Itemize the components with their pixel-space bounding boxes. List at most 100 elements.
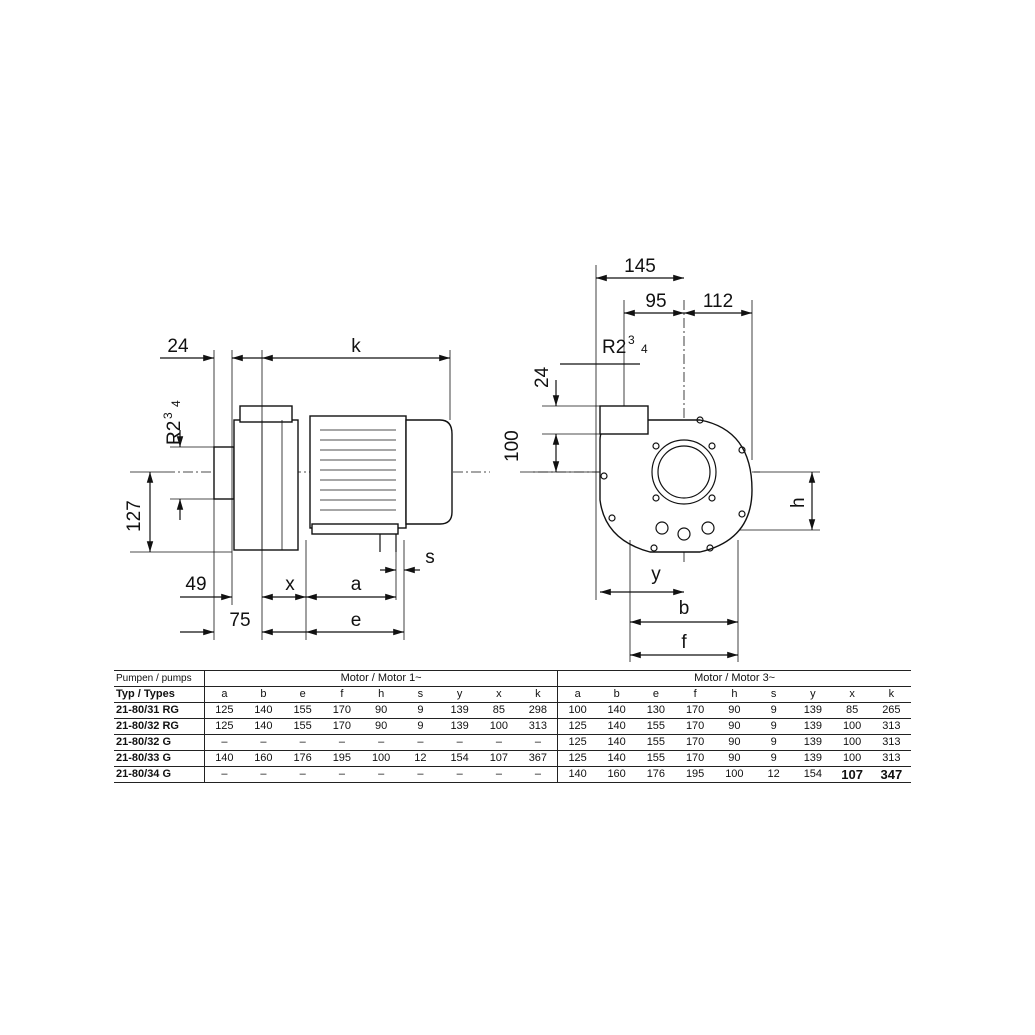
cell-m1-y: – [440, 766, 480, 783]
cell-m3-k: 347 [871, 766, 911, 783]
cell-m3-e: 176 [636, 766, 676, 783]
dim-112: 112 [703, 291, 733, 312]
cell-m1-s: 12 [400, 750, 440, 767]
col-header-m1-b: b [243, 686, 283, 703]
side-motor-fins [320, 429, 396, 511]
dimension-table-body: Pumpen / pumps Motor / Motor 1~ Motor / … [114, 670, 911, 783]
cell-m3-y: 139 [793, 750, 833, 767]
cell-m1-x: 85 [479, 702, 519, 719]
cell-m1-f: 170 [322, 718, 362, 735]
cell-m1-a: – [204, 734, 244, 751]
cell-m3-a: 100 [557, 702, 597, 719]
row-type: 21-80/33 G [114, 750, 205, 767]
col-header-m3-a: a [557, 686, 597, 703]
col-header-m3-e: e [636, 686, 676, 703]
cell-m3-x: 85 [832, 702, 872, 719]
motor3-header: Motor / Motor 3~ [557, 670, 911, 687]
side-motor-body [309, 415, 407, 529]
dim-95: 95 [645, 291, 666, 312]
dim-49: 49 [185, 574, 206, 595]
dim-s: s [425, 547, 435, 568]
cell-m3-a: 125 [557, 750, 597, 767]
cell-m1-a: 140 [204, 750, 244, 767]
cell-m1-b: 160 [243, 750, 283, 767]
cell-m3-s: 9 [754, 702, 794, 719]
cell-m3-h: 100 [714, 766, 754, 783]
svg-text:R2: R2 [164, 421, 185, 445]
dim-100: 100 [502, 430, 523, 462]
svg-text:4: 4 [641, 342, 648, 356]
cell-m3-f: 170 [675, 734, 715, 751]
cell-m3-f: 195 [675, 766, 715, 783]
dim-b: b [679, 598, 690, 619]
cell-m3-k: 313 [871, 718, 911, 735]
cell-m1-a: 125 [204, 702, 244, 719]
cell-m1-k: 298 [518, 702, 558, 719]
dim-24-side: 24 [167, 336, 189, 357]
cell-m1-y: 139 [440, 718, 480, 735]
side-discharge-stub [239, 405, 293, 423]
cell-m3-h: 90 [714, 718, 754, 735]
dim-145: 145 [624, 256, 656, 277]
cell-m3-y: 139 [793, 734, 833, 751]
cell-m3-f: 170 [675, 718, 715, 735]
cell-m1-h: 90 [361, 702, 401, 719]
cell-m1-b: – [243, 766, 283, 783]
dim-x: x [285, 574, 295, 595]
cell-m1-k: – [518, 766, 558, 783]
cell-m1-e: – [283, 734, 323, 751]
cell-m1-x: – [479, 766, 519, 783]
row-type: 21-80/32 RG [114, 718, 205, 735]
dim-r2-side: R2 3 4 [161, 400, 185, 445]
front-bolt-holes [600, 416, 746, 552]
cell-m1-y: – [440, 734, 480, 751]
cell-m1-x: 100 [479, 718, 519, 735]
side-pump-housing [233, 419, 299, 551]
col-header-m3-h: h [714, 686, 754, 703]
cell-m1-b: 140 [243, 718, 283, 735]
cell-m3-e: 155 [636, 734, 676, 751]
cell-m1-e: 176 [283, 750, 323, 767]
col-header-m1-a: a [204, 686, 244, 703]
cell-m3-b: 140 [597, 702, 637, 719]
cell-m3-k: 313 [871, 750, 911, 767]
dim-r2-front: R2 3 4 [602, 333, 648, 358]
cell-m1-x: 107 [479, 750, 519, 767]
cell-m1-s: 9 [400, 702, 440, 719]
dim-k: k [351, 336, 361, 357]
cell-m1-s: – [400, 766, 440, 783]
cell-m1-h: 100 [361, 750, 401, 767]
cell-m1-h: 90 [361, 718, 401, 735]
side-motor-foot [311, 523, 399, 535]
dim-75: 75 [229, 610, 250, 631]
cell-m1-y: 139 [440, 702, 480, 719]
cell-m1-a: – [204, 766, 244, 783]
col-header-m3-s: s [754, 686, 794, 703]
cell-m3-f: 170 [675, 750, 715, 767]
row-type: 21-80/32 G [114, 734, 205, 751]
row-type: 21-80/31 RG [114, 702, 205, 719]
cell-m1-f: 170 [322, 702, 362, 719]
col-header-m3-y: y [793, 686, 833, 703]
col-header-m1-s: s [400, 686, 440, 703]
cell-m1-e: 155 [283, 702, 323, 719]
cell-m3-x: 100 [832, 734, 872, 751]
front-volute-casing [599, 419, 753, 553]
svg-text:3: 3 [628, 333, 635, 347]
cell-m3-s: 9 [754, 750, 794, 767]
dim-127: 127 [124, 500, 145, 532]
cell-m3-b: 140 [597, 750, 637, 767]
table-header-row-1: Pumpen / pumps Motor / Motor 1~ Motor / … [114, 670, 911, 687]
cell-m3-e: 155 [636, 718, 676, 735]
cell-m3-s: 9 [754, 718, 794, 735]
motor1-header: Motor / Motor 1~ [204, 670, 558, 687]
dimension-drawing: k 24 R2 3 4 127 49 x a s 75 e [124, 256, 820, 662]
cell-m3-k: 313 [871, 734, 911, 751]
dim-a: a [351, 574, 362, 595]
front-discharge-nozzle [599, 405, 649, 435]
front-view: 145 95 112 R2 3 4 24 100 h y b f [502, 256, 820, 662]
